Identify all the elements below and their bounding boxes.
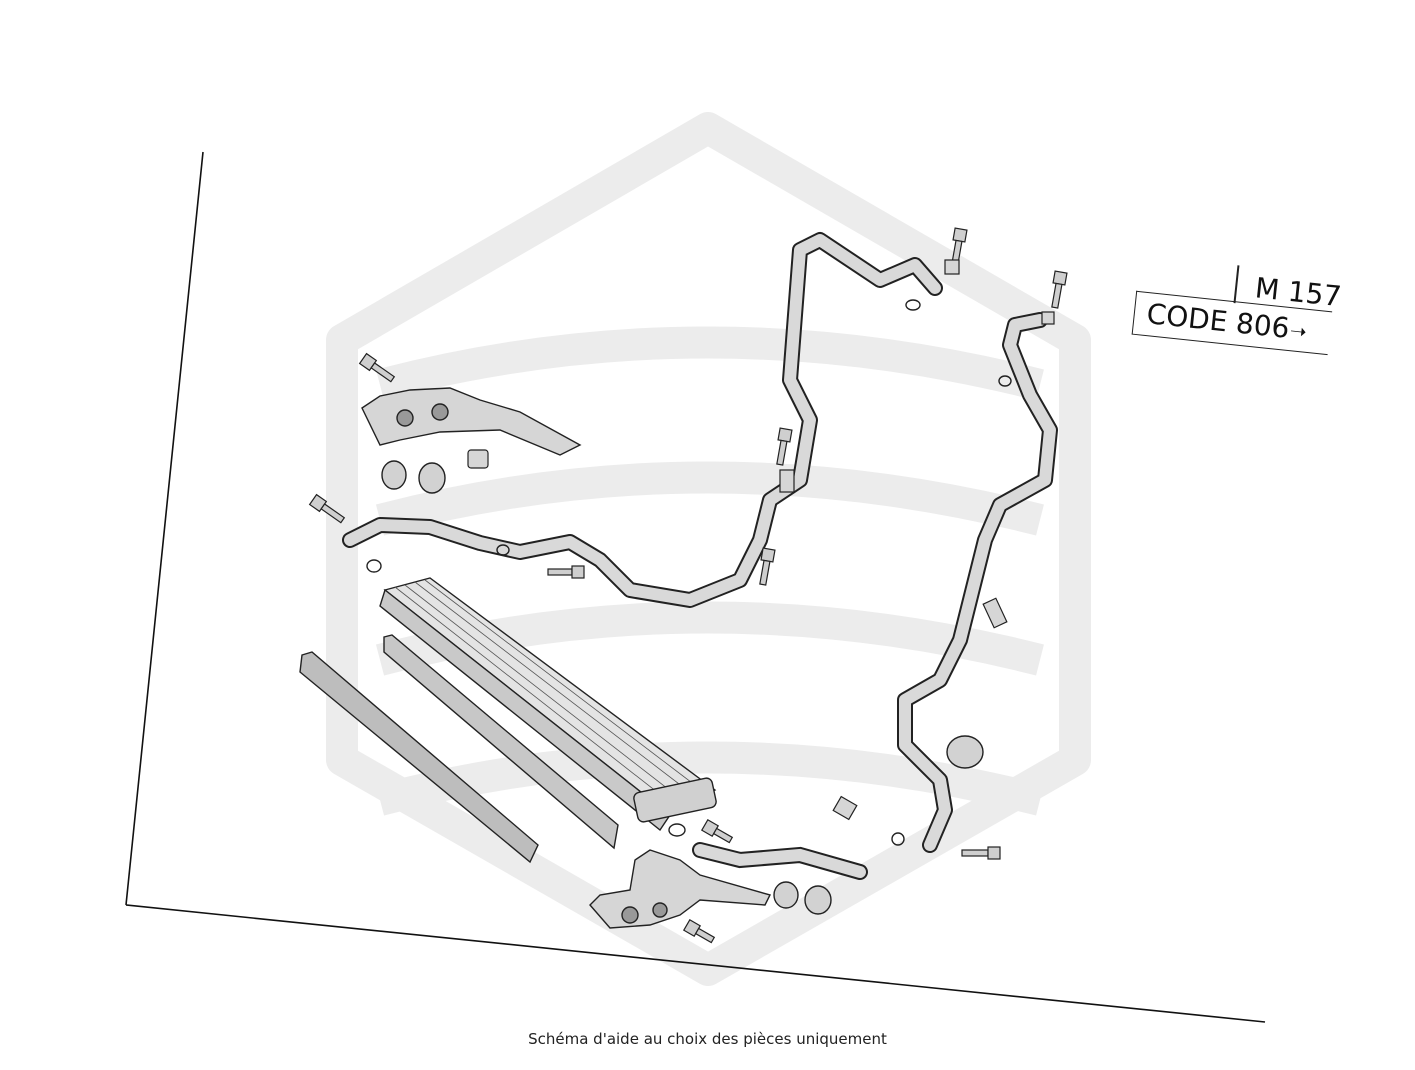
mounting-strip-inner [383, 634, 619, 850]
watermark-logo [326, 112, 1091, 986]
label-divider [1233, 265, 1239, 304]
clamp-sleeve-icon [381, 460, 984, 915]
coolant-hose-right [897, 312, 1058, 853]
plate-outline [125, 151, 1266, 1023]
bracket-top [361, 387, 582, 456]
engine-code: CODE 806 [1145, 297, 1292, 345]
oil-cooler [379, 577, 717, 832]
coolant-hose-bottom [692, 842, 868, 880]
mounting-strip-outer [299, 651, 539, 864]
right-arrow-icon: ➝ [1288, 318, 1308, 344]
bracket-bottom [589, 849, 772, 929]
diagram-caption: Schéma d'aide au choix des pièces unique… [528, 1030, 887, 1048]
coolant-hose-left [342, 232, 943, 608]
clip-icon [467, 259, 1055, 821]
bolt-icon [308, 227, 1068, 944]
o-ring-icon [366, 299, 1012, 846]
